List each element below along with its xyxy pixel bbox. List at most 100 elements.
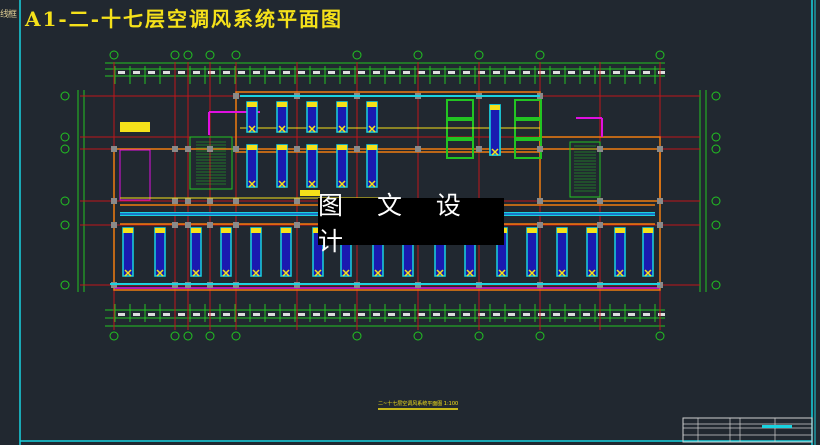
unit-head bbox=[490, 105, 500, 110]
dimension-text bbox=[133, 313, 140, 316]
dimension-text bbox=[118, 71, 125, 74]
structural-column bbox=[294, 222, 300, 228]
dimension-text bbox=[313, 313, 320, 316]
axis-bubble bbox=[109, 331, 119, 341]
axis-bubble bbox=[352, 331, 362, 341]
structural-column bbox=[476, 146, 482, 152]
fan-coil-unit bbox=[122, 227, 134, 277]
diffuser-icon bbox=[192, 269, 200, 277]
axis-bubble bbox=[711, 144, 721, 154]
diffuser-icon bbox=[222, 269, 230, 277]
dimension-text bbox=[568, 71, 575, 74]
upper-duct bbox=[240, 95, 540, 97]
structural-column bbox=[172, 146, 178, 152]
axis-bubble bbox=[535, 331, 545, 341]
dimension-text bbox=[373, 71, 380, 74]
unit-head bbox=[337, 102, 347, 107]
structural-column bbox=[111, 146, 117, 152]
structural-column bbox=[185, 198, 191, 204]
dimension-text bbox=[238, 313, 245, 316]
axis-bubble bbox=[711, 196, 721, 206]
dimension-text bbox=[568, 313, 575, 316]
fan-coil-unit bbox=[154, 227, 166, 277]
structural-column bbox=[415, 146, 421, 152]
axis-bubble bbox=[170, 50, 180, 60]
axis-bubble bbox=[474, 331, 484, 341]
dimension-text bbox=[193, 313, 200, 316]
diffuser-icon bbox=[368, 125, 376, 133]
unit-head bbox=[615, 228, 625, 233]
structural-column bbox=[294, 198, 300, 204]
diffuser-icon bbox=[498, 269, 506, 277]
dimension-text bbox=[418, 71, 425, 74]
drawing-caption: 二~十七层空调风系统平面图 1:100 bbox=[378, 400, 459, 410]
axis-bubble bbox=[655, 331, 665, 341]
unit-head bbox=[123, 228, 133, 233]
dimension-text bbox=[448, 71, 455, 74]
unit-head bbox=[367, 145, 377, 150]
dimension-text bbox=[223, 71, 230, 74]
fan-coil-unit bbox=[220, 227, 232, 277]
fan-coil-unit bbox=[614, 227, 626, 277]
axis-bubble bbox=[60, 196, 70, 206]
dimension-text bbox=[493, 71, 500, 74]
dimension-text bbox=[253, 71, 260, 74]
dimension-text bbox=[583, 71, 590, 74]
structural-column bbox=[185, 146, 191, 152]
unit-head bbox=[277, 102, 287, 107]
viewport-label[interactable]: 线框 bbox=[0, 10, 17, 20]
diffuser-icon bbox=[338, 180, 346, 188]
dimension-text bbox=[373, 313, 380, 316]
dimension-text bbox=[613, 71, 620, 74]
diffuser-icon bbox=[616, 269, 624, 277]
elevator-shaft bbox=[446, 139, 474, 159]
axis-bubble bbox=[205, 331, 215, 341]
structural-column bbox=[657, 222, 663, 228]
dimension-text bbox=[583, 313, 590, 316]
structural-column bbox=[207, 222, 213, 228]
dimension-text bbox=[553, 313, 560, 316]
axis-bubble bbox=[60, 132, 70, 142]
unit-head bbox=[281, 228, 291, 233]
structural-column bbox=[657, 198, 663, 204]
title-block-frame bbox=[682, 417, 813, 443]
unit-head bbox=[155, 228, 165, 233]
axis-bubble bbox=[711, 91, 721, 101]
dimension-text bbox=[403, 313, 410, 316]
elevator-shaft bbox=[446, 99, 474, 119]
dimension-text bbox=[598, 313, 605, 316]
diffuser-icon bbox=[314, 269, 322, 277]
unit-head bbox=[557, 228, 567, 233]
dimension-text bbox=[418, 313, 425, 316]
dimension-text bbox=[448, 313, 455, 316]
dimension-text bbox=[208, 313, 215, 316]
diffuser-icon bbox=[282, 269, 290, 277]
elevator-shaft bbox=[514, 119, 542, 139]
dimension-text bbox=[268, 313, 275, 316]
axis-bubble bbox=[183, 331, 193, 341]
structural-column bbox=[172, 222, 178, 228]
dimension-text bbox=[388, 313, 395, 316]
diffuser-icon bbox=[124, 269, 132, 277]
dimension-text bbox=[223, 313, 230, 316]
fan-coil-unit bbox=[556, 227, 568, 277]
dimension-text bbox=[163, 71, 170, 74]
fan-coil-unit bbox=[246, 144, 258, 188]
title-block bbox=[682, 417, 813, 443]
dimension-text bbox=[298, 313, 305, 316]
dimension-text bbox=[268, 71, 275, 74]
fan-coil-unit bbox=[306, 144, 318, 188]
dimension-text bbox=[433, 313, 440, 316]
unit-head bbox=[307, 102, 317, 107]
axis-bubble bbox=[231, 50, 241, 60]
dimension-text bbox=[598, 71, 605, 74]
diffuser-icon bbox=[248, 180, 256, 188]
structural-column bbox=[111, 198, 117, 204]
dimension-text bbox=[133, 71, 140, 74]
unit-head bbox=[247, 145, 257, 150]
dimension-text bbox=[643, 71, 650, 74]
dimension-text bbox=[403, 71, 410, 74]
diffuser-icon bbox=[342, 269, 350, 277]
dimension-text bbox=[253, 313, 260, 316]
dimension-text bbox=[343, 71, 350, 74]
